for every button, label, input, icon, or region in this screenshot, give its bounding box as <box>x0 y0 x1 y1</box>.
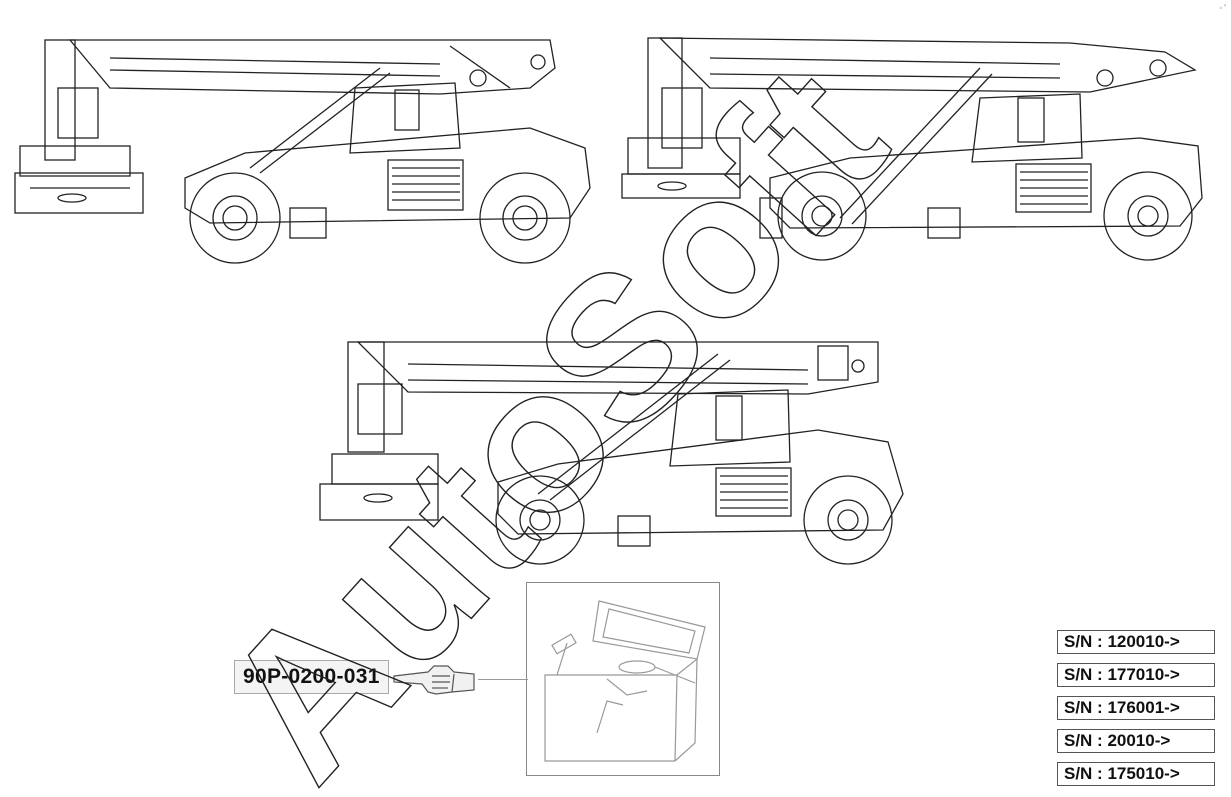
reach-stacker-drawing-3 <box>318 334 910 572</box>
pointing-hand-icon <box>392 662 478 701</box>
serial-number-item: S/N : 20010-> <box>1057 729 1215 753</box>
corner-mark: ◦ ◦ <box>1217 0 1229 13</box>
reach-stacker-drawing-2 <box>620 28 1212 266</box>
serial-number-item: S/N : 176001-> <box>1057 696 1215 720</box>
serial-number-item: S/N : 120010-> <box>1057 630 1215 654</box>
part-number-label: 90P-0200-031 <box>234 660 389 694</box>
serial-number-item: S/N : 177010-> <box>1057 663 1215 687</box>
serial-number-list: S/N : 120010-> S/N : 177010-> S/N : 1760… <box>1057 630 1215 795</box>
leader-line <box>478 679 528 680</box>
reach-stacker-drawing-1 <box>10 28 602 266</box>
toolbox-icon <box>544 600 706 762</box>
toolbox-illustration-frame <box>526 582 720 776</box>
serial-number-item: S/N : 175010-> <box>1057 762 1215 786</box>
